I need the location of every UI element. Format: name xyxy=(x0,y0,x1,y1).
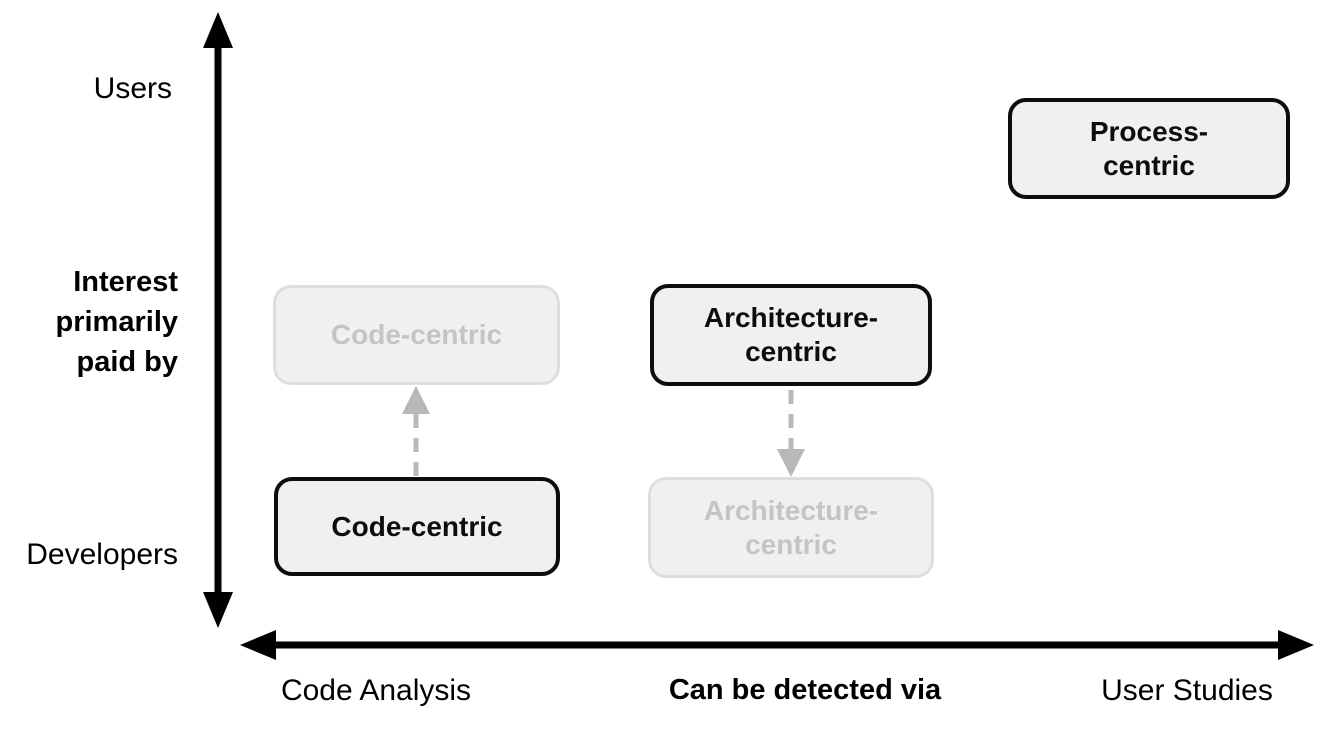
x-axis-left-arrowhead-icon xyxy=(240,630,276,660)
y-axis-bottom-label: Developers xyxy=(26,538,178,571)
y-axis-title: Interest primarily paid by xyxy=(55,266,179,378)
architecture-centric-shift-arrow xyxy=(777,390,805,477)
x-axis-arrow xyxy=(240,630,1314,660)
y-axis-down-arrowhead-icon xyxy=(203,592,233,628)
box-architecture-centric: Architecture- centric xyxy=(650,284,932,386)
box-architecture-centric-faded: Architecture- centric xyxy=(648,477,934,578)
x-axis-left-label: Code Analysis xyxy=(280,674,472,707)
dashed-up-arrowhead-icon xyxy=(402,386,430,414)
x-axis-title: Can be detected via xyxy=(668,674,942,706)
box-code-centric: Code-centric xyxy=(274,477,560,576)
y-axis-top-label: Users xyxy=(93,72,172,105)
x-axis-right-arrowhead-icon xyxy=(1278,630,1314,660)
box-code-centric-faded: Code-centric xyxy=(273,285,560,385)
code-centric-shift-arrow xyxy=(402,386,430,476)
box-process-centric: Process- centric xyxy=(1008,98,1290,199)
y-axis-arrow xyxy=(203,12,233,628)
y-axis-up-arrowhead-icon xyxy=(203,12,233,48)
x-axis-right-label: User Studies xyxy=(1101,674,1273,707)
dashed-down-arrowhead-icon xyxy=(777,449,805,477)
